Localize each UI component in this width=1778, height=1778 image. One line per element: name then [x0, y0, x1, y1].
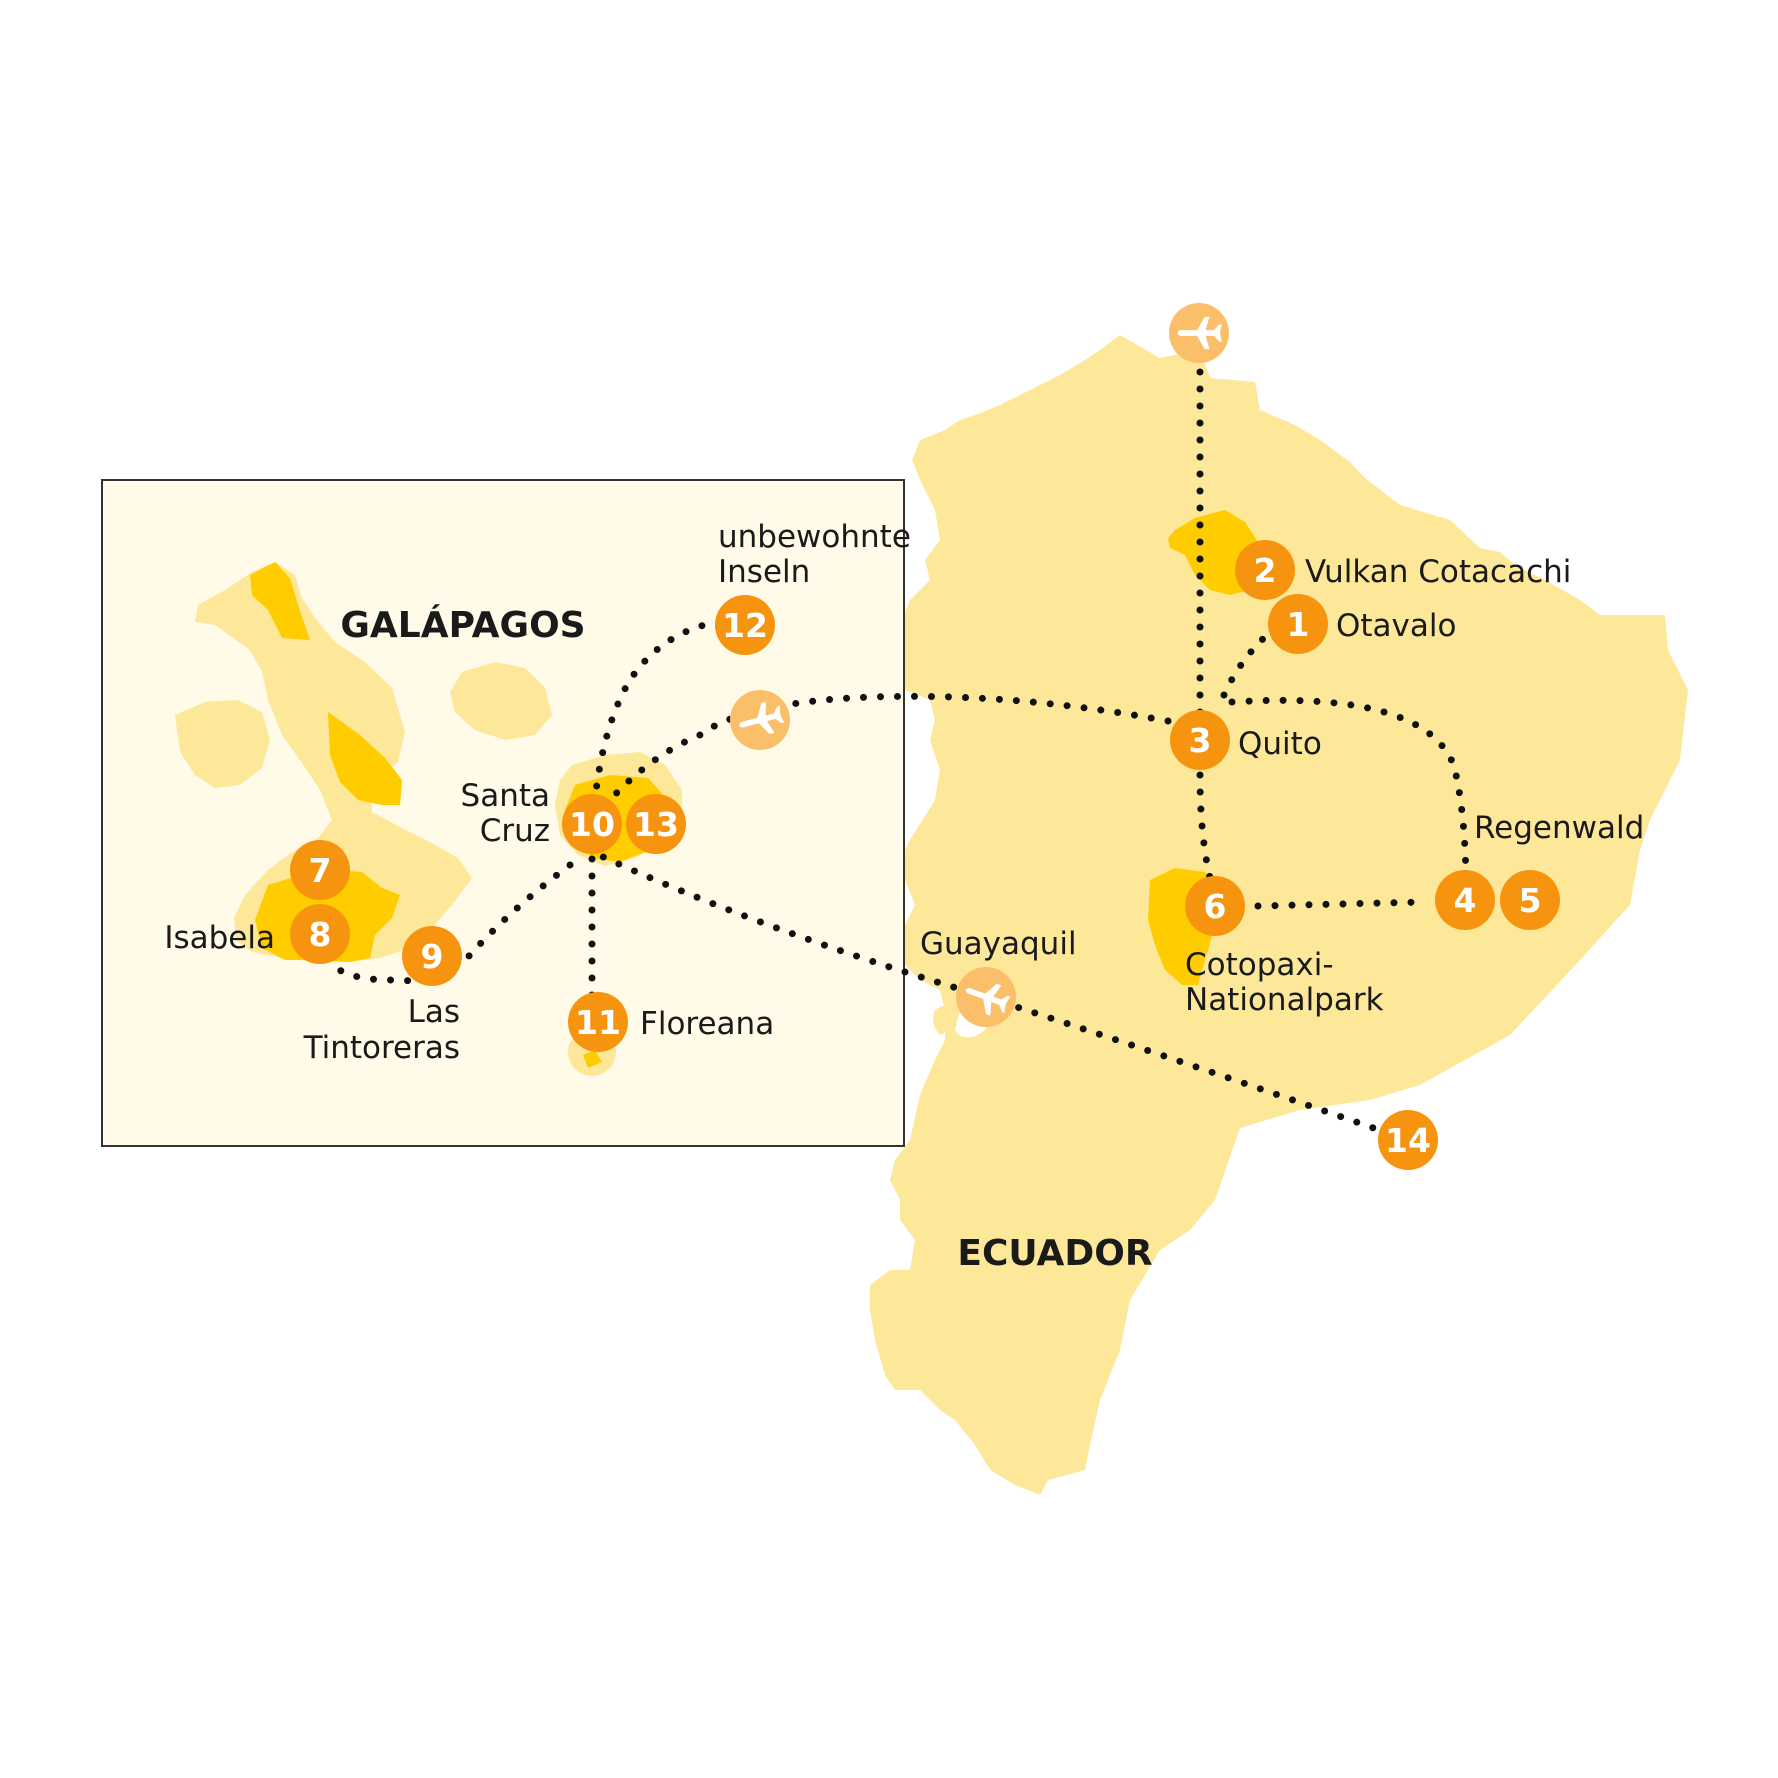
stop-marker-9: 9: [402, 926, 462, 986]
map-labels: ECUADOR GALÁPAGOS Vulkan Cotacachi Otava…: [164, 519, 1644, 1274]
route-cotopaxi-regenwald: [1254, 898, 1429, 910]
place-label-quito: Quito: [1238, 726, 1322, 762]
stop-marker-10: 10: [562, 794, 622, 854]
stop-marker-5: 5: [1500, 870, 1560, 930]
stop-marker-12: 12: [715, 595, 775, 655]
svg-text:7: 7: [309, 851, 332, 890]
region-label-ecuador: ECUADOR: [957, 1233, 1152, 1274]
place-label-las-tintoreras-line1: Las: [408, 994, 460, 1030]
svg-text:2: 2: [1254, 551, 1277, 590]
svg-text:4: 4: [1454, 881, 1477, 920]
stop-marker-4: 4: [1435, 870, 1495, 930]
place-label-unbewohnte-line1: unbewohnte: [718, 519, 911, 555]
route-santacruz-unbewohnte: [589, 619, 716, 824]
region-label-galapagos: GALÁPAGOS: [340, 604, 585, 646]
stop-markers: 1 2 3 4 5 6 7 8 9 10 11 12 13 14: [290, 540, 1560, 1170]
stop-marker-14: 14: [1378, 1110, 1438, 1170]
airport-galapagos: [730, 690, 790, 750]
svg-text:6: 6: [1204, 887, 1227, 926]
airport-guayaquil: [956, 967, 1016, 1027]
place-label-isabela: Isabela: [164, 920, 275, 956]
svg-text:1: 1: [1287, 605, 1310, 644]
place-label-regenwald: Regenwald: [1474, 810, 1644, 846]
place-label-santa-cruz-line2: Cruz: [480, 813, 550, 849]
route-quito-santacruz: [589, 692, 1172, 824]
svg-text:10: 10: [569, 805, 615, 844]
place-label-las-tintoreras-line2: Tintoreras: [303, 1030, 460, 1066]
route-santacruz-guayaquil: [584, 846, 1389, 1136]
svg-text:9: 9: [421, 937, 444, 976]
stop-marker-2: 2: [1235, 540, 1295, 600]
stop-marker-6: 6: [1185, 876, 1245, 936]
place-label-santa-cruz-line1: Santa: [461, 778, 550, 814]
route-quito-otavalo: [1220, 632, 1270, 699]
stop-marker-8: 8: [290, 904, 350, 964]
svg-text:11: 11: [575, 1003, 621, 1042]
stop-marker-11: 11: [568, 992, 628, 1052]
svg-text:3: 3: [1189, 721, 1212, 760]
svg-text:8: 8: [309, 915, 332, 954]
stop-marker-3: 3: [1170, 710, 1230, 770]
place-label-floreana: Floreana: [640, 1006, 774, 1042]
galapagos-inset: [101, 479, 905, 1147]
stop-marker-1: 1: [1268, 594, 1328, 654]
place-label-guayaquil: Guayaquil: [920, 926, 1077, 962]
svg-text:14: 14: [1385, 1121, 1431, 1160]
place-label-vulkan-cotacachi: Vulkan Cotacachi: [1305, 554, 1571, 590]
place-label-cotopaxi-line2: Nationalpark: [1185, 982, 1384, 1018]
stop-marker-13: 13: [626, 794, 686, 854]
airport-north: [1169, 303, 1229, 363]
place-label-otavalo: Otavalo: [1336, 608, 1456, 644]
stop-marker-7: 7: [290, 840, 350, 900]
svg-text:5: 5: [1519, 881, 1542, 920]
place-label-unbewohnte-line2: Inseln: [718, 554, 810, 590]
ecuador-mainland: [870, 335, 1688, 1495]
svg-text:12: 12: [722, 606, 768, 645]
place-label-cotopaxi-line1: Cotopaxi-: [1185, 947, 1334, 983]
svg-text:13: 13: [633, 805, 679, 844]
route-lines: [328, 368, 1470, 1136]
route-quito-regenwald: [1228, 696, 1470, 884]
